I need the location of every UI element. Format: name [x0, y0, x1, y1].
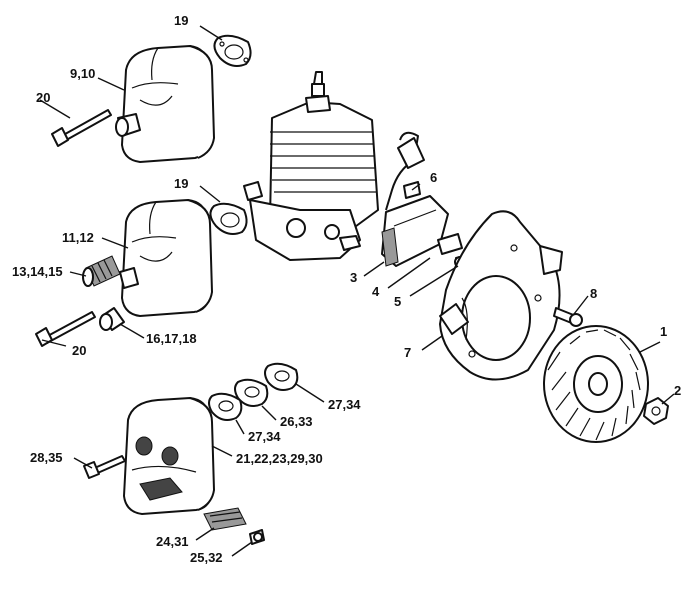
callout-13-14-15: 13,14,15	[12, 264, 63, 279]
screw-25	[249, 529, 265, 545]
gasket-bottom-2	[234, 378, 269, 407]
gasket-middle	[209, 202, 248, 235]
gasket-bottom-3	[264, 362, 299, 391]
callout-25-32: 25,32	[190, 550, 223, 565]
callout-11-12: 11,12	[62, 230, 94, 245]
callout-1: 1	[660, 324, 668, 339]
screen-24	[203, 507, 247, 531]
callout-26-33: 26,33	[280, 414, 313, 429]
callout-6: 6	[430, 170, 438, 185]
callout-2: 2	[674, 383, 682, 398]
callout-16-17-18: 16,17,18	[146, 331, 197, 346]
screw-8	[553, 307, 583, 327]
callout-7: 7	[404, 345, 412, 360]
callout-19-top: 19	[174, 13, 189, 28]
callout-3: 3	[350, 270, 358, 285]
leader-lines	[39, 25, 675, 557]
fan-housing	[439, 210, 563, 381]
callout-27-34-lower: 27,34	[248, 429, 281, 444]
gasket-top	[213, 34, 252, 67]
muffler-middle	[119, 199, 213, 317]
callout-20-top: 20	[36, 90, 51, 105]
callout-8: 8	[590, 286, 598, 301]
callout-5: 5	[394, 294, 402, 309]
callout-28-35: 28,35	[30, 450, 63, 465]
callout-19-middle: 19	[174, 176, 189, 191]
nut-2	[643, 397, 669, 425]
callout-21-22-23-29-30: 21,22,23,29,30	[236, 451, 323, 466]
ignition-module	[381, 131, 449, 267]
spark-screen-13	[82, 255, 121, 287]
callout-4: 4	[372, 284, 380, 299]
callout-27-34-upper: 27,34	[328, 397, 361, 412]
muffler-bottom	[123, 397, 215, 515]
muffler-top	[115, 45, 215, 163]
sleeve-16	[99, 307, 125, 331]
callout-20-middle: 20	[72, 343, 87, 358]
flywheel	[543, 325, 649, 443]
callout-24-31: 24,31	[156, 534, 189, 549]
engine-cylinder	[243, 71, 379, 261]
bolt-top	[51, 109, 112, 147]
callout-9-10: 9,10	[70, 66, 96, 81]
plate-4	[437, 233, 463, 255]
gasket-bottom-1	[208, 392, 243, 421]
